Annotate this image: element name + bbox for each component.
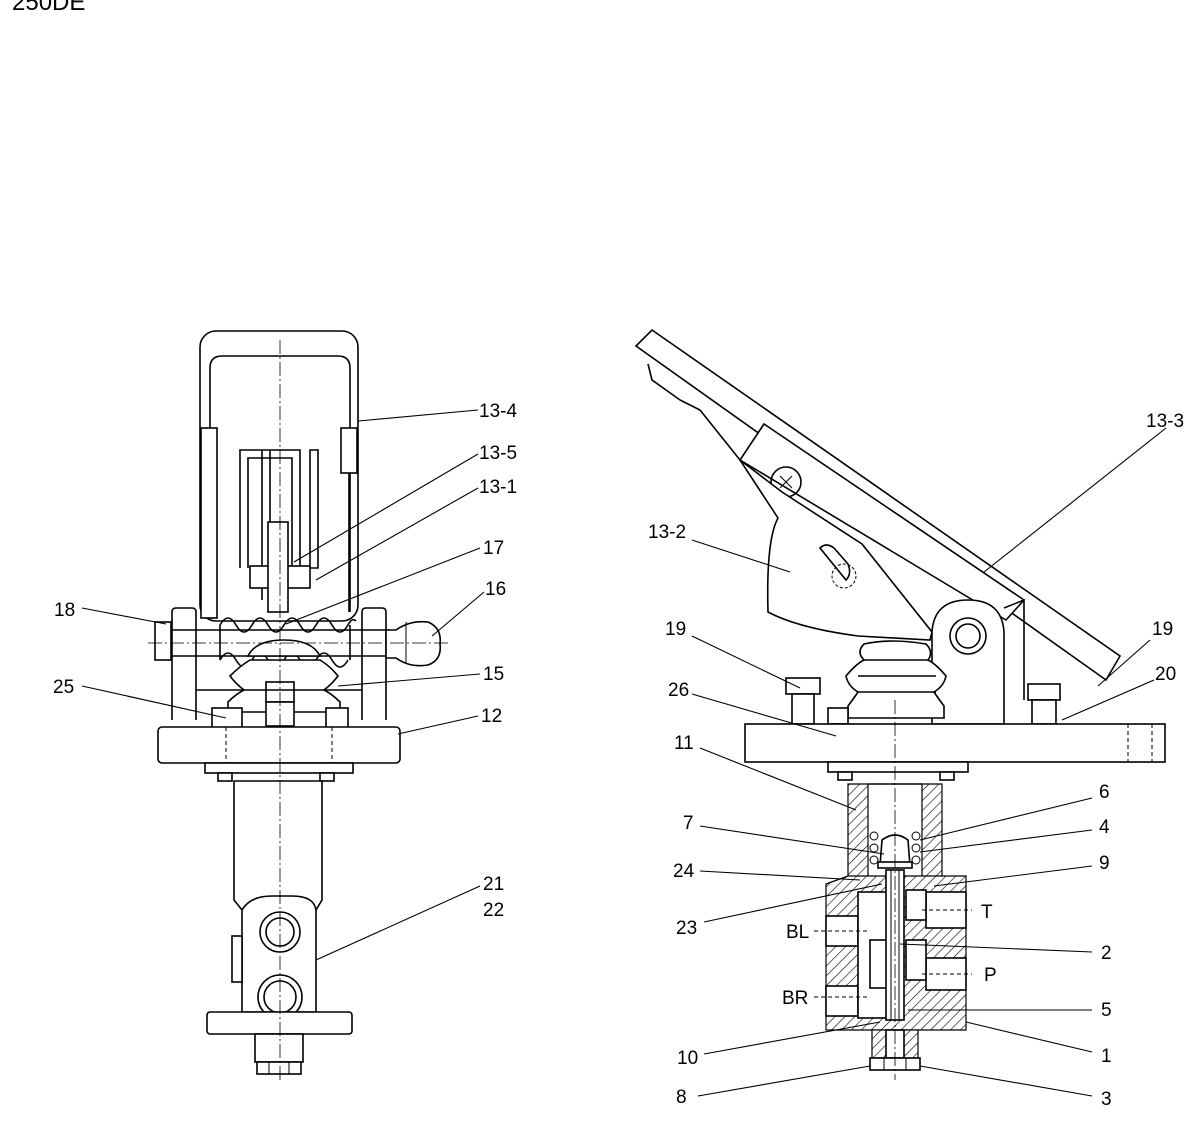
right-section-view	[634, 328, 1166, 1080]
callout-4: 4	[1099, 817, 1110, 838]
mounting-plate	[157, 726, 401, 764]
callout-25: 25	[53, 677, 74, 698]
callout-22: 22	[483, 900, 504, 921]
callout-8: 8	[676, 1087, 687, 1108]
callout-13-5: 13-5	[479, 443, 517, 464]
callout-11: 11	[674, 733, 694, 754]
callout-18: 18	[54, 600, 75, 621]
boot-side	[845, 640, 947, 719]
callout-10: 10	[677, 1048, 698, 1069]
page-title: 250DE	[12, 0, 85, 16]
callout-7: 7	[683, 813, 694, 834]
callout-19-left: 19	[665, 619, 686, 640]
callout-19-right: 19	[1152, 619, 1173, 640]
left-front-view	[148, 330, 450, 1082]
callout-13-4: 13-4	[479, 401, 517, 422]
callout-12: 12	[481, 706, 502, 727]
pedal-knob	[385, 620, 442, 667]
left-view-leaders	[81, 409, 485, 961]
callout-9: 9	[1099, 853, 1110, 874]
callout-5: 5	[1101, 1000, 1112, 1021]
port-label-bl: BL	[786, 922, 809, 943]
base-plate-side	[744, 723, 1166, 763]
callout-1: 1	[1101, 1046, 1112, 1067]
callout-21: 21	[483, 874, 504, 895]
right-view-leaders	[691, 427, 1167, 1097]
port-label-t: T	[981, 902, 993, 923]
right-view-callouts: 13-3 13-2 19 19 20 26 11 6 7 4 24 9 23 T…	[648, 411, 1184, 1110]
callout-13-2: 13-2	[648, 522, 686, 543]
callout-2: 2	[1101, 943, 1112, 964]
callout-17: 17	[483, 538, 504, 559]
callout-24: 24	[673, 861, 695, 882]
left-view-callouts: 13-4 13-5 13-1 17 16 18 25 15 12 21 22	[53, 401, 517, 921]
callout-20: 20	[1155, 664, 1176, 685]
callout-23: 23	[676, 918, 697, 939]
callout-13-3: 13-3	[1146, 411, 1184, 432]
port-label-p: P	[984, 965, 997, 986]
callout-13-1: 13-1	[479, 477, 517, 498]
callout-16: 16	[485, 579, 506, 600]
callout-6: 6	[1099, 782, 1110, 803]
callout-26: 26	[668, 680, 689, 701]
callout-3: 3	[1101, 1089, 1112, 1110]
port-label-br: BR	[782, 988, 808, 1009]
callout-15: 15	[483, 664, 504, 685]
